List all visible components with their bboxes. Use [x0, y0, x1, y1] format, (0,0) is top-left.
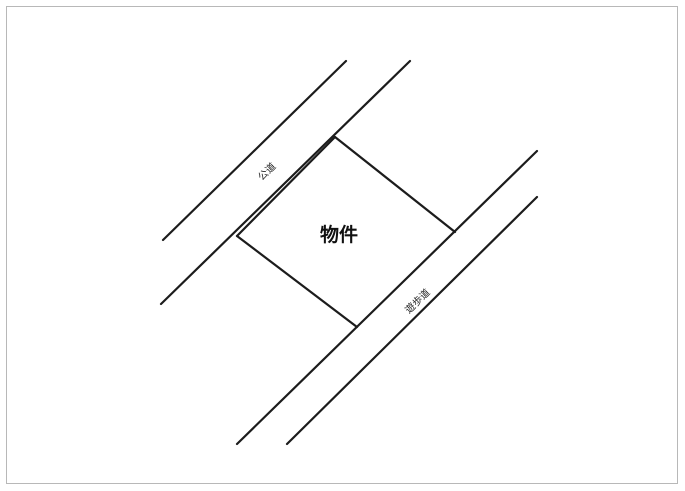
public-road-line-outer: [161, 59, 348, 242]
sidewalk-label: 遊歩道: [402, 286, 433, 316]
lot-edge-top-right: [333, 135, 457, 234]
public-road-label: 公道: [255, 160, 278, 183]
lot-edge-top-left: [235, 135, 337, 238]
public-road-line-inner: [159, 59, 412, 306]
sidewalk-line-outer: [285, 195, 539, 446]
sidewalk-line-inner: [235, 149, 539, 446]
lot-label: 物件: [320, 223, 358, 246]
lot-edge-bottom-left: [235, 234, 359, 329]
diagram-frame: [6, 6, 678, 484]
